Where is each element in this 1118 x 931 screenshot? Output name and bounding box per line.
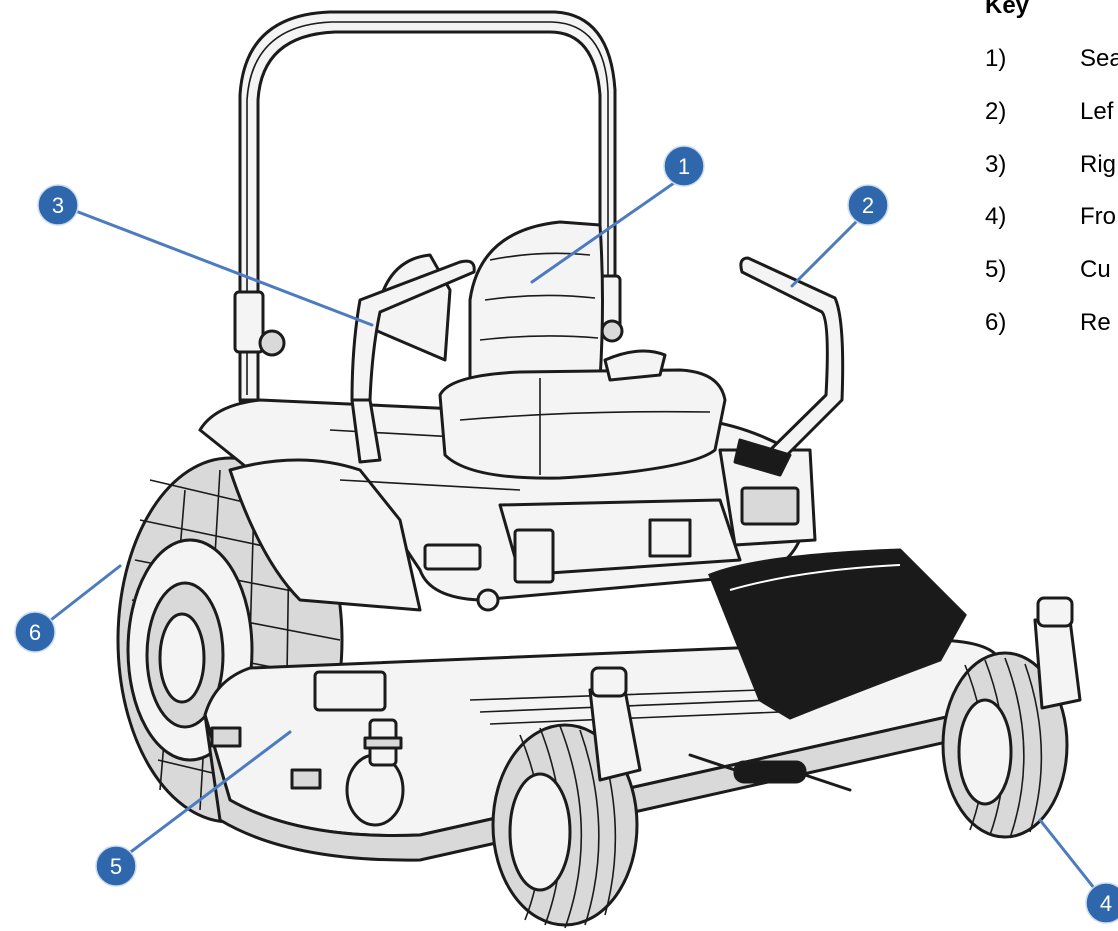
callout-3: 3 <box>37 184 79 226</box>
deck-rollers <box>688 753 852 792</box>
callout-label: 1 <box>678 154 690 179</box>
callout-2: 2 <box>847 184 889 226</box>
callout-label: 5 <box>110 854 122 879</box>
key-item-number: 3) <box>985 151 1007 178</box>
key-item-label: Re <box>1080 309 1111 336</box>
callout-6: 6 <box>14 611 56 653</box>
key-item-label: Fro <box>1080 203 1116 230</box>
leader-line-6 <box>36 564 122 632</box>
front-caster-wheel-right <box>941 596 1082 839</box>
callout-label: 2 <box>862 193 874 218</box>
key-item-number: 5) <box>985 256 1007 283</box>
leader-lines <box>36 174 1108 905</box>
leader-line-3 <box>58 203 374 327</box>
key-title: Key <box>985 0 1030 19</box>
key-item-label: Rig <box>1080 151 1117 178</box>
leader-line-5 <box>114 730 292 865</box>
deck-caster-left <box>345 718 405 827</box>
callout-5: 5 <box>95 845 137 887</box>
leader-line-1 <box>530 174 686 284</box>
leader-line-2 <box>790 208 870 288</box>
key-item-label: Sea <box>1080 45 1118 72</box>
right-control-lever <box>350 259 476 464</box>
callout-4: 4 <box>1085 882 1118 924</box>
roll-bar <box>233 10 624 432</box>
front-caster-wheel-center <box>491 666 642 929</box>
callout-label: 6 <box>29 620 41 645</box>
discharge-chute <box>708 548 967 720</box>
key-panel: Key 1) Sea 2) Lef 3) Rig 4) Fro 5) Cu 6)… <box>985 0 1118 400</box>
key-item-number: 1) <box>985 45 1007 72</box>
key-item-label: Cu <box>1080 256 1111 283</box>
callout-label: 3 <box>52 193 64 218</box>
key-item-number: 4) <box>985 203 1007 230</box>
key-item-number: 6) <box>985 309 1007 336</box>
callout-label: 4 <box>1100 891 1112 916</box>
callout-1: 1 <box>663 145 705 187</box>
key-item-number: 2) <box>985 98 1007 125</box>
key-item-label: Lef <box>1080 98 1114 125</box>
left-control-lever <box>733 256 845 477</box>
